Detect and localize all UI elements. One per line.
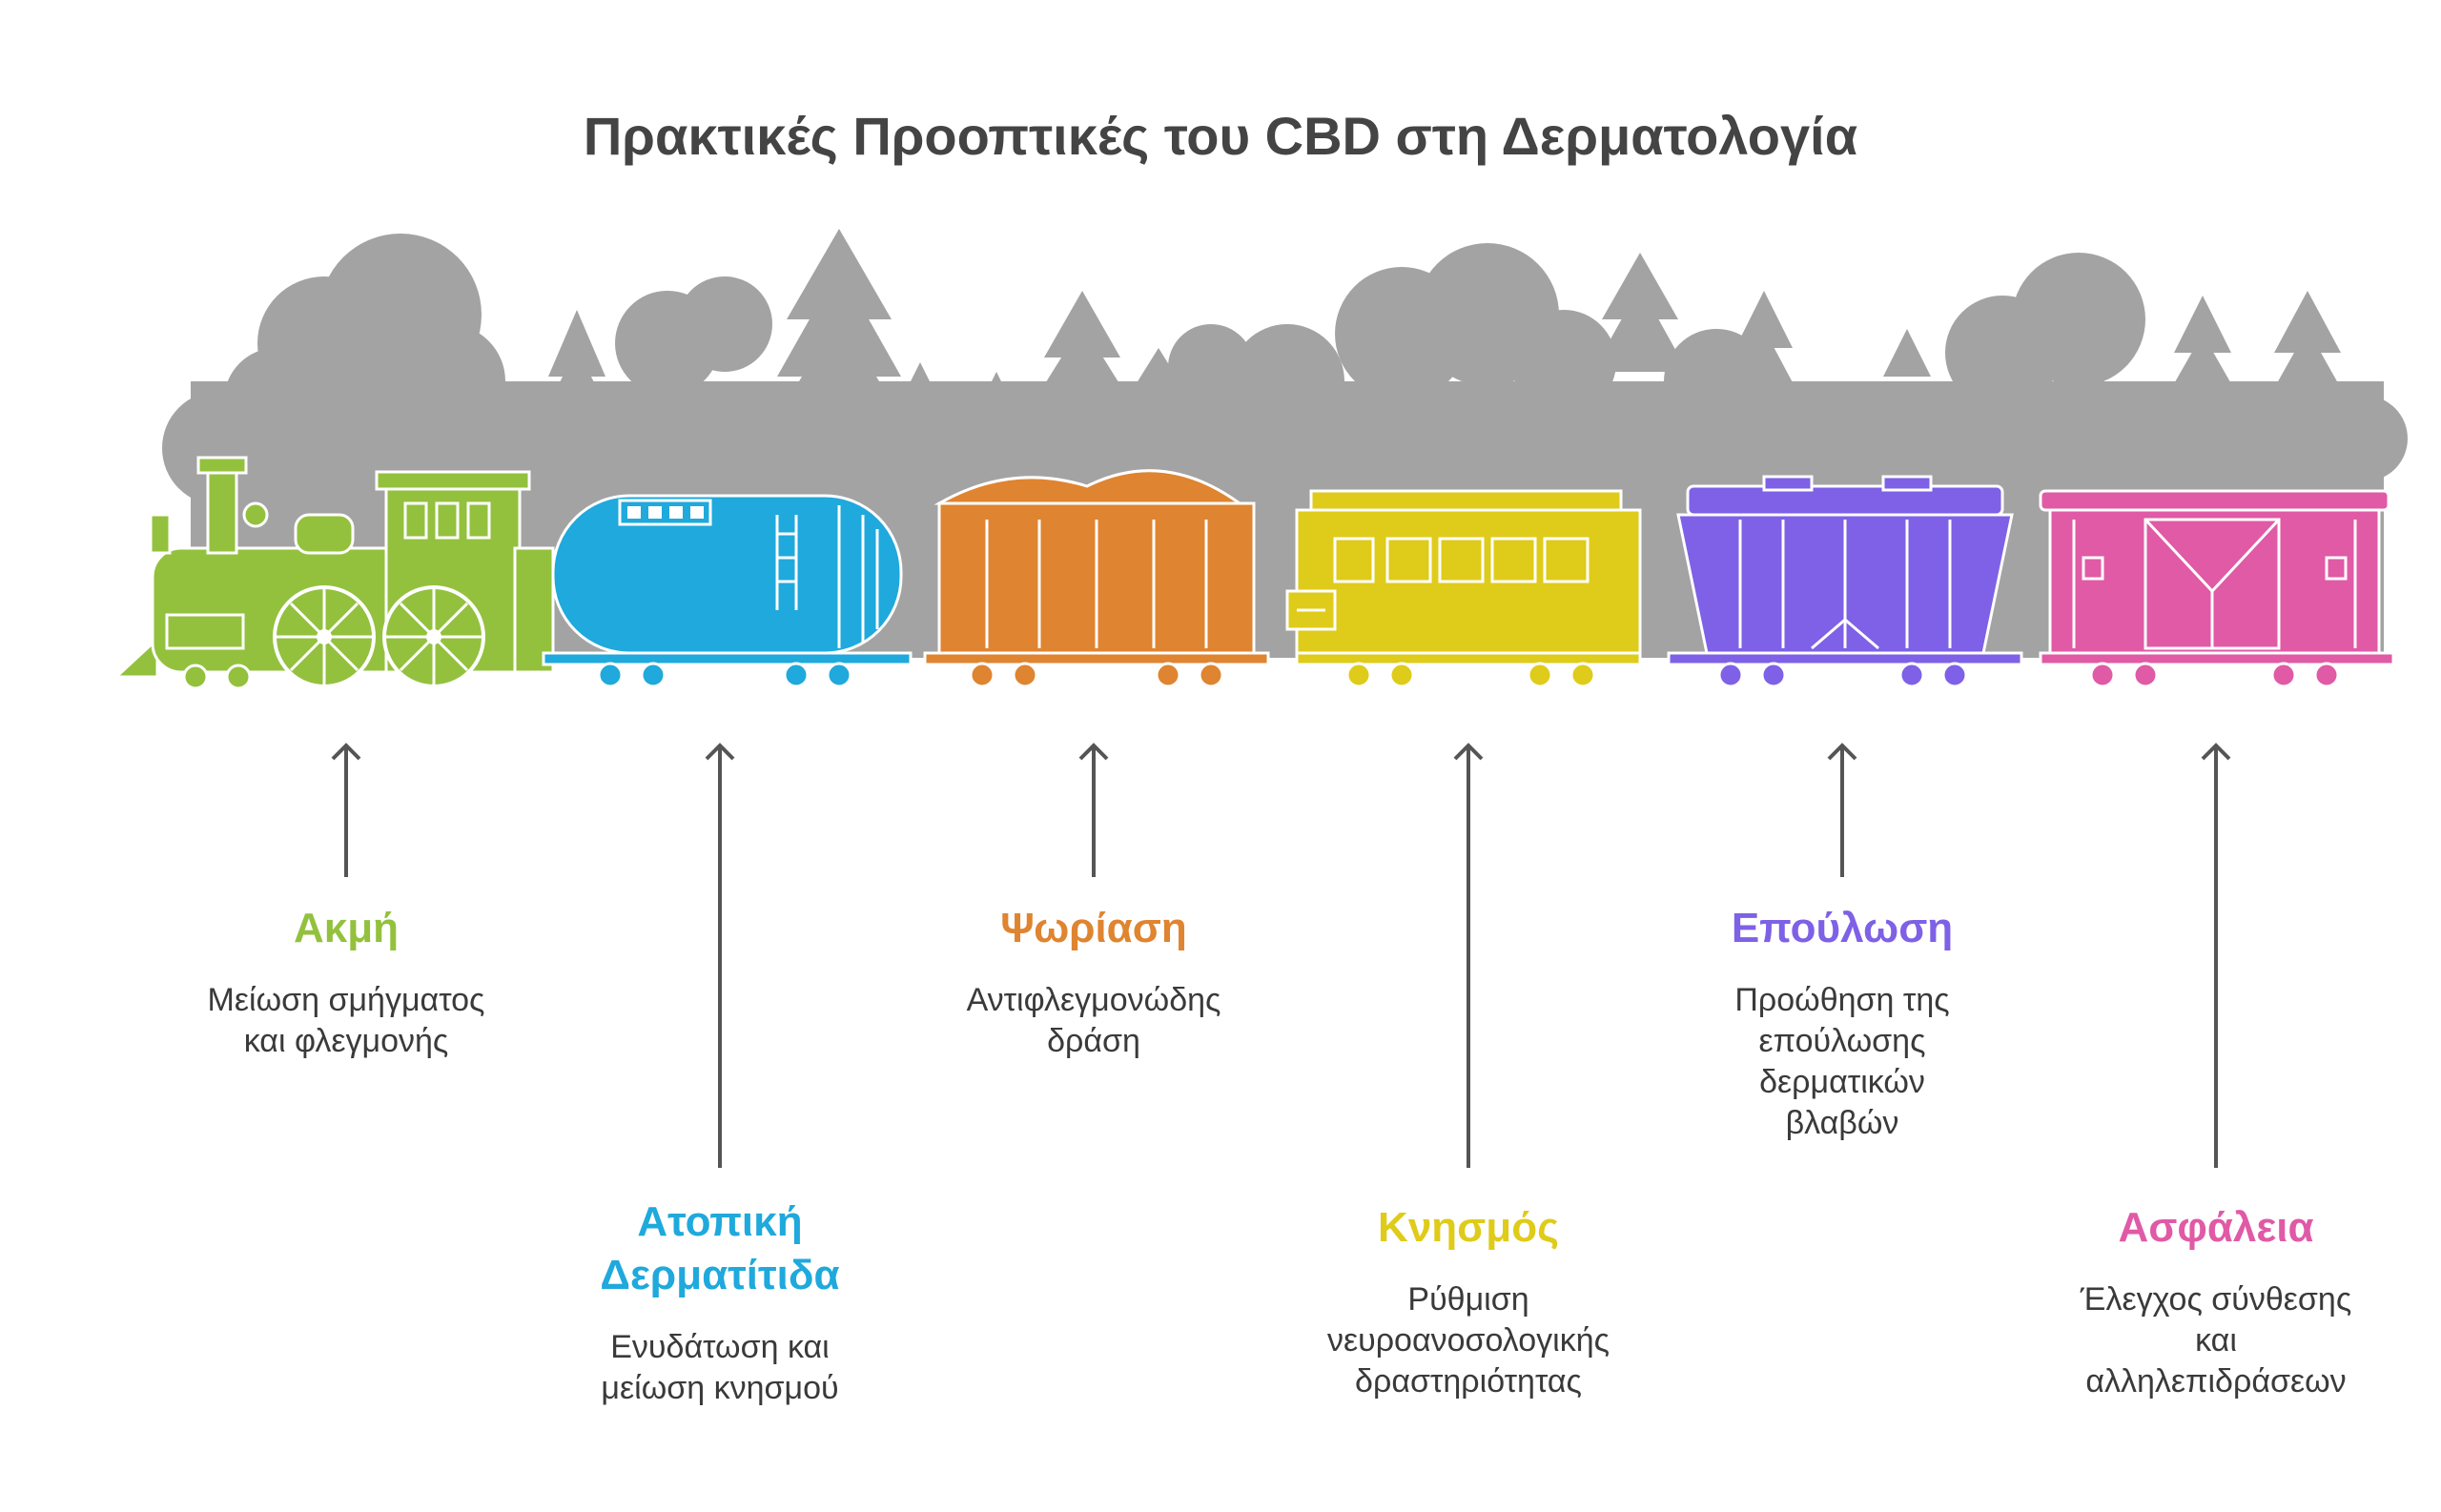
label-title: Ακμή [293,905,400,951]
hopper-car [923,469,1270,688]
label-title: Κνησμός [1378,1204,1559,1251]
arrow-atopiki [705,743,735,1168]
label-description: Ρύθμιση νευροανοσολογικής δραστηριότητας [1326,1281,1610,1400]
locomotive [113,456,555,690]
passenger-coach [1285,489,1642,688]
boxcar [2039,489,2395,688]
label-description: Αντιφλεγμονώδης δράση [966,982,1221,1059]
arrow-knismos [1453,743,1484,1168]
label-title: Επούλωση [1731,905,1954,951]
label-description: Ενυδάτωση και μείωση κνησμού [601,1329,839,1406]
label-title: Ασφάλεια [2118,1204,2314,1251]
arrow-epoulosi [1827,743,1857,877]
page-title: Πρακτικές Προοπτικές του CBD στη Δερματο… [583,106,1858,166]
label-akmi: Ακμή Μείωση σμήγματος και φλεγμονής [155,902,537,1062]
arrow-psoriasi [1078,743,1109,877]
arrows [331,743,2231,1168]
arrow-akmi [331,743,361,877]
label-knismos: Κνησμός Ρύθμιση νευροανοσολογικής δραστη… [1278,1201,1659,1402]
label-description: Μείωση σμήγματος και φλεγμονής [207,982,485,1059]
label-epoulosi: Επούλωση Προώθηση της επούλωσης δερματικ… [1651,902,2033,1144]
label-atopiki-dermatitida: Ατοπική Δερματίτιδα Ενυδάτωση και μείωση… [529,1195,911,1409]
label-description: Προώθηση της επούλωσης δερματικών βλαβών [1734,982,1950,1141]
tank-car [542,494,913,688]
label-description: Έλεγχος σύνθεσης και αλληλεπιδράσεων [2080,1281,2352,1400]
label-title: Ατοπική Δερματίτιδα [600,1198,840,1298]
label-title: Ψωρίαση [1000,905,1187,951]
label-asfaleia: Ασφάλεια Έλεγχος σύνθεσης και αλληλεπιδρ… [2025,1201,2407,1402]
arrow-asfaleia [2201,743,2231,1168]
covered-hopper-car [1667,475,2023,688]
label-psoriasi: Ψωρίαση Αντιφλεγμονώδης δράση [903,902,1284,1062]
